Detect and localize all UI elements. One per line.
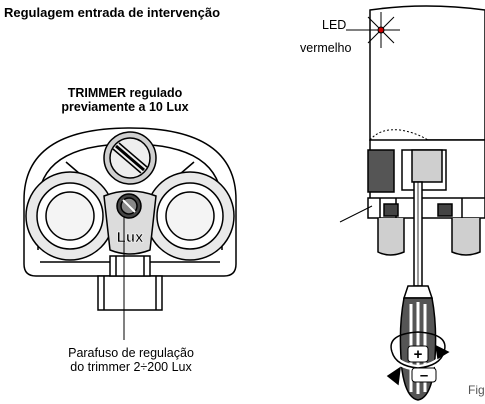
diagram-title: Regulagem entrada de intervenção: [4, 5, 221, 20]
screw-note-line-2: do trimmer 2÷200 Lux: [70, 360, 192, 375]
left-lens: [25, 171, 115, 261]
plus-sign: +: [414, 346, 423, 363]
sensor-body-side: [339, 5, 485, 256]
screw-note: Parafuso de regulação do trimmer 2÷200 L…: [0, 346, 262, 375]
bottom-connector: [97, 255, 163, 311]
led-label: LED: [322, 18, 347, 32]
plus-minus-markers: + –: [407, 345, 437, 384]
figure-label: Fig: [468, 383, 485, 397]
trimmer-note-line-2: previamente a 10 Lux: [61, 100, 189, 115]
trimmer-note: TRIMMER regulado previamente a 10 Lux: [0, 86, 250, 115]
screw-note-line-1: Parafuso de regulação: [68, 346, 194, 360]
red-led: [346, 12, 400, 48]
trimmer-note-line-1: TRIMMER regulado: [67, 86, 183, 100]
minus-sign: –: [420, 367, 428, 384]
right-lens: [145, 171, 235, 261]
top-screw: [103, 131, 157, 185]
trimmer-screw: [116, 193, 142, 219]
lux-marking: Lux: [117, 229, 144, 246]
led-color-label: vermelho: [300, 41, 352, 55]
